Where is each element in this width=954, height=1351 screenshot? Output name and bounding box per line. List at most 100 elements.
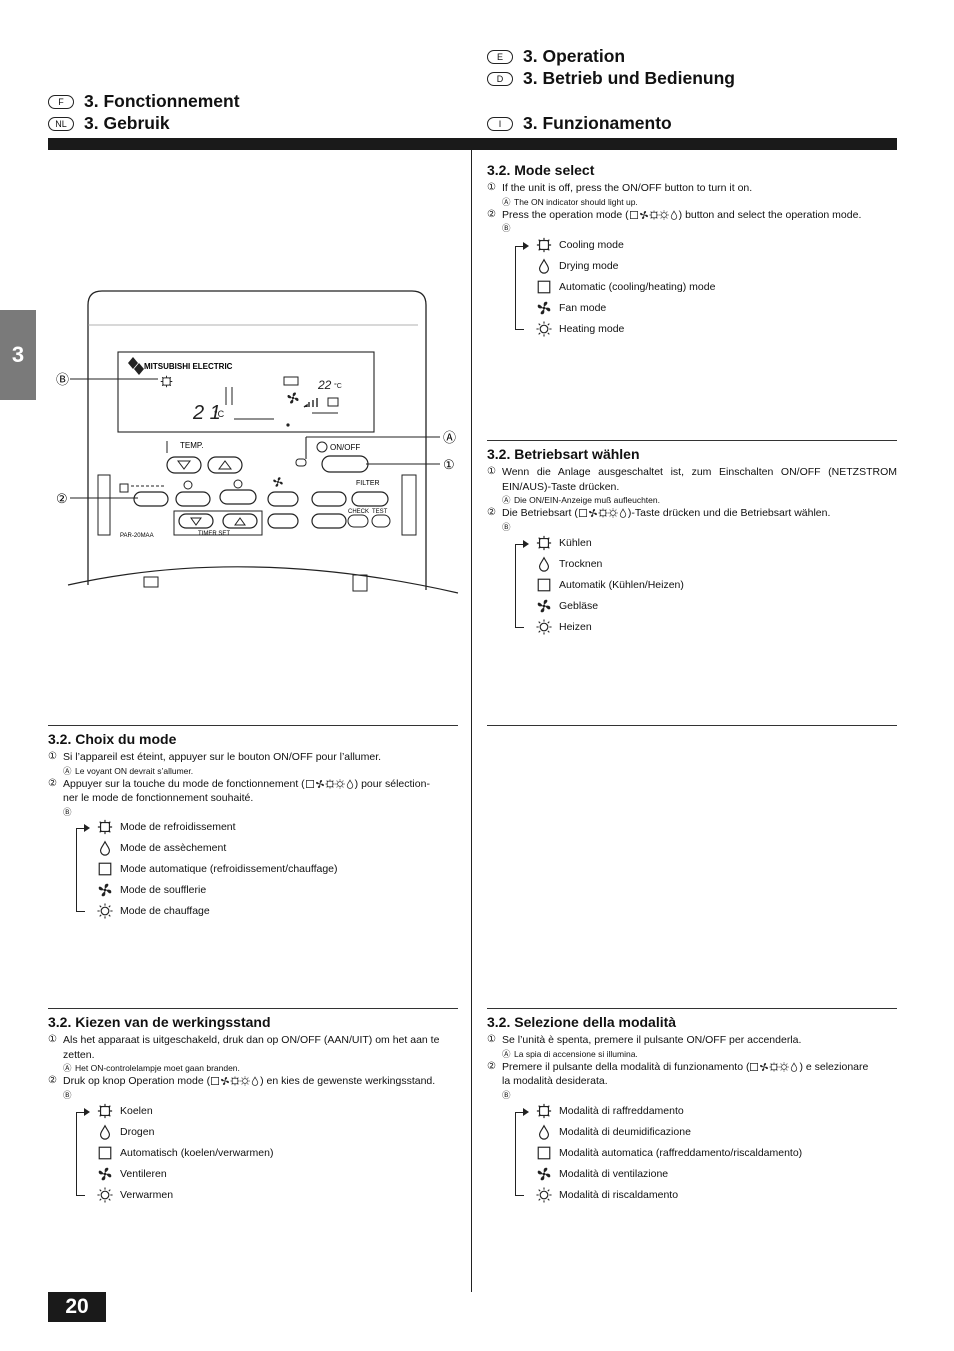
note-b: Ⓑ: [502, 521, 511, 532]
heading-de: D 3. Betrieb und Bedienung: [487, 68, 735, 89]
mode-item-fan: Ventileren: [96, 1165, 167, 1183]
step-1: ① Als het apparaat is uitgeschakeld, dru…: [48, 1034, 440, 1061]
lang-badge-it: I: [487, 116, 513, 131]
mode-item-cooling: Modalità di raffreddamento: [535, 1102, 684, 1120]
step-2: ② Appuyer sur la touche du mode de fonct…: [48, 777, 430, 805]
section-de: 3.2. Betriebsart wählen ① Wenn die Anlag…: [487, 446, 897, 533]
step-2: ② Premere il pulsante della modalità di …: [487, 1060, 869, 1088]
mode-item-cooling: Cooling mode: [535, 236, 624, 254]
lang-badge-fr: F: [48, 94, 74, 109]
remote-controller-illustration: MITSUBISHI ELECTRIC 2 1 °C 22 °C TEMP. O…: [56, 290, 459, 594]
callout-2: ②: [56, 491, 68, 506]
heading-de-text: 3. Betrieb und Bedienung: [523, 68, 735, 88]
header-rule: [48, 138, 897, 150]
mode-item-fan: Gebläse: [535, 597, 598, 615]
divider-right-mid: [487, 725, 897, 726]
mode-item-auto: Automatisch (koelen/verwarmen): [96, 1144, 273, 1162]
note-a: Ⓐ Die ON/EIN-Anzeige muß aufleuchten.: [502, 495, 660, 505]
heading-fr-text: 3. Fonctionnement: [84, 91, 240, 111]
mode-item-heating: Mode de chauffage: [96, 902, 210, 920]
mode-item-fan: Modalità di ventilazione: [535, 1165, 668, 1183]
heading-en: E 3. Operation: [487, 46, 625, 67]
mode-item-drying: Trocknen: [535, 555, 602, 573]
section-en-title: 3.2. Mode select: [487, 162, 595, 178]
note-b: Ⓑ: [63, 806, 72, 817]
timer-set-label: TIMER SET: [198, 531, 230, 537]
column-divider: [471, 150, 472, 1292]
section-nl: 3.2. Kiezen van de werkingsstand ① Als h…: [48, 1014, 460, 1101]
onoff-label: ON/OFF: [330, 443, 360, 452]
callout-a: Ⓐ: [443, 430, 456, 445]
divider-fr: [48, 725, 458, 726]
step-1-text: If the unit is off, press the ON/OFF but…: [502, 182, 753, 194]
mode-item-auto: Automatic (cooling/heating) mode: [535, 278, 715, 296]
svg-text:2 1: 2 1: [192, 402, 221, 424]
step-1: ① Se l’unità è spenta, premere il pulsan…: [487, 1034, 802, 1046]
section-en: 3.2. Mode select ① If the unit is off, p…: [487, 162, 897, 234]
section-de-title: 3.2. Betriebsart wählen: [487, 446, 640, 462]
mode-item-auto: Modalità automatica (raffreddamento/risc…: [535, 1144, 802, 1162]
mode-item-auto: Mode automatique (refroidissement/chauff…: [96, 860, 338, 878]
heading-it-text: 3. Funzionamento: [523, 113, 672, 133]
svg-text:22: 22: [317, 378, 332, 392]
mode-item-heating: Heating mode: [535, 320, 624, 338]
test-label: TEST: [372, 509, 388, 515]
note-b: Ⓑ: [63, 1089, 72, 1100]
filter-label: FILTER: [356, 480, 380, 487]
mode-list-de: Kühlen Trocknen Automatik (Kühlen/Heizen…: [515, 534, 895, 634]
mode-item-auto: Automatik (Kühlen/Heizen): [535, 576, 684, 594]
mode-list-en: Cooling mode Drying mode Automatic (cool…: [515, 236, 895, 336]
mode-item-drying: Drogen: [96, 1123, 154, 1141]
lang-badge-de: D: [487, 71, 513, 86]
callout-1: ①: [443, 457, 455, 472]
svg-text:°C: °C: [334, 382, 342, 390]
mode-icons-inline: [210, 1076, 260, 1086]
section-fr-title: 3.2. Choix du mode: [48, 731, 177, 747]
section-fr: 3.2. Choix du mode ① Si l’appareil est é…: [48, 731, 460, 818]
note-a: Ⓐ La spia di accensione si illumina.: [502, 1048, 638, 1059]
heading-it: I 3. Funzionamento: [487, 113, 672, 134]
remote-model: PAR-20MAA: [120, 533, 154, 539]
step-2: ② Die Betriebsart ()-Taste drücken und d…: [487, 507, 831, 519]
note-b: Ⓑ: [502, 223, 511, 233]
mode-item-heating: Heizen: [535, 618, 592, 636]
mode-list-nl: Koelen Drogen Automatisch (koelen/verwar…: [76, 1102, 456, 1202]
callout-b: Ⓑ: [56, 372, 69, 387]
note-a: Ⓐ Le voyant ON devrait s’allumer.: [63, 765, 194, 776]
mode-item-heating: Modalità di riscaldamento: [535, 1186, 678, 1204]
mode-item-heating: Verwarmen: [96, 1186, 173, 1204]
lang-badge-en: E: [487, 49, 513, 64]
mode-icons-inline: [749, 1062, 799, 1072]
divider-it: [487, 1008, 897, 1009]
note-b: Ⓑ: [502, 1089, 511, 1100]
page-number: 20: [48, 1292, 106, 1322]
step-2: ② Druk op knop Operation mode () en kies…: [48, 1075, 436, 1087]
mode-item-cooling: Koelen: [96, 1102, 153, 1120]
step-1: ① Wenn die Anlage ausgeschaltet ist, zum…: [487, 466, 897, 493]
remote-brand: MITSUBISHI ELECTRIC: [144, 362, 233, 371]
mode-list-it: Modalità di raffreddamento Modalità di d…: [515, 1102, 895, 1202]
mode-icons-inline: [305, 779, 355, 789]
step-2: ② Press the operation mode () button and…: [487, 208, 862, 221]
chapter-tab: 3: [0, 310, 36, 400]
section-it: 3.2. Selezione della modalità ① Se l’uni…: [487, 1014, 897, 1101]
note-a: Ⓐ Het ON-controlelampje moet gaan brande…: [63, 1063, 240, 1073]
lang-badge-nl: NL: [48, 116, 74, 131]
svg-text:°C: °C: [214, 409, 225, 419]
mode-icons-inline: [629, 210, 679, 220]
mode-item-fan: Fan mode: [535, 299, 606, 317]
mode-item-drying: Drying mode: [535, 257, 619, 275]
heading-nl-text: 3. Gebruik: [84, 113, 170, 133]
mode-list-fr: Mode de refroidissement Mode de assèchem…: [76, 818, 456, 918]
mode-item-fan: Mode de soufflerie: [96, 881, 206, 899]
divider-nl: [48, 1008, 458, 1009]
heading-en-text: 3. Operation: [523, 46, 626, 66]
mode-item-cooling: Mode de refroidissement: [96, 818, 236, 836]
note-a: Ⓐ The ON indicator should light up.: [502, 196, 638, 207]
mode-item-drying: Modalità di deumidificazione: [535, 1123, 691, 1141]
section-it-title: 3.2. Selezione della modalità: [487, 1014, 677, 1030]
mode-icons-inline: [578, 508, 628, 518]
mode-item-cooling: Kühlen: [535, 534, 592, 552]
check-label: CHECK: [348, 509, 369, 515]
heading-nl: NL 3. Gebruik: [48, 113, 170, 134]
